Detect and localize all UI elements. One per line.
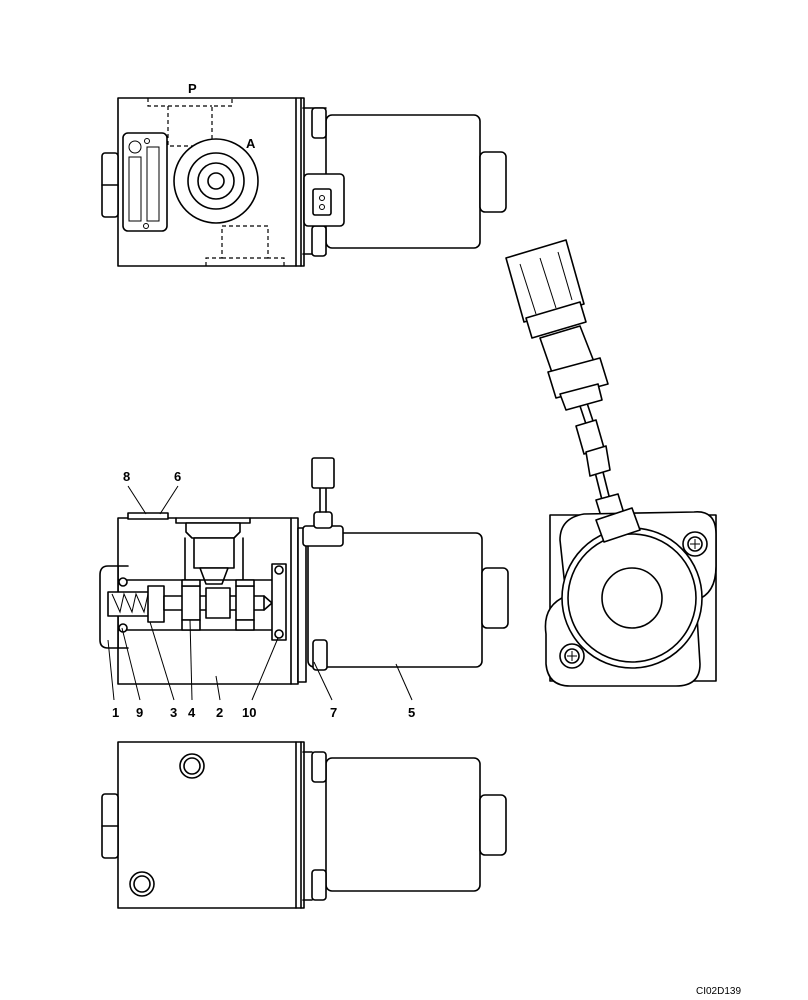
callout-5: 5 — [408, 705, 415, 720]
end-view-connector-plug — [505, 239, 585, 323]
port-a-label: A — [246, 136, 256, 151]
section-plug — [107, 591, 155, 617]
callout-6: 6 — [174, 469, 181, 484]
section-solenoid-coil — [307, 532, 483, 668]
section-flange — [297, 527, 307, 683]
top-view-solenoid-cap — [479, 151, 507, 213]
callout-1: 1 — [112, 705, 119, 720]
top-view: P A — [101, 81, 507, 267]
drawing-code: CI02D139 — [696, 986, 741, 997]
section-plate — [127, 512, 169, 520]
section-connector — [302, 525, 344, 547]
callout-3: 3 — [170, 705, 177, 720]
section-o-ring — [118, 577, 128, 587]
top-view-solenoid-coil — [325, 114, 481, 249]
bottom-view-solenoid-coil — [325, 757, 481, 892]
callout-2: 2 — [216, 705, 223, 720]
top-view-name-plate — [122, 132, 168, 232]
callout-8: 8 — [123, 469, 130, 484]
section-lead-plug — [311, 457, 335, 489]
section-check-valve — [193, 537, 235, 569]
callout-4: 4 — [188, 705, 196, 720]
callout-9: 9 — [136, 705, 143, 720]
port-a-circle — [173, 138, 259, 224]
bottom-view-solenoid-cap — [479, 794, 507, 856]
section-seal-ring — [271, 563, 287, 641]
end-view-core — [601, 567, 663, 629]
callout-10: 10 — [242, 705, 256, 720]
bottom-view — [101, 741, 507, 909]
port-p-label: P — [188, 81, 197, 96]
callout-7: 7 — [330, 705, 337, 720]
section-solenoid-cap — [481, 567, 509, 629]
end-view — [505, 239, 717, 687]
section-view: 8 6 1 9 3 4 2 10 7 5 — [99, 457, 509, 720]
